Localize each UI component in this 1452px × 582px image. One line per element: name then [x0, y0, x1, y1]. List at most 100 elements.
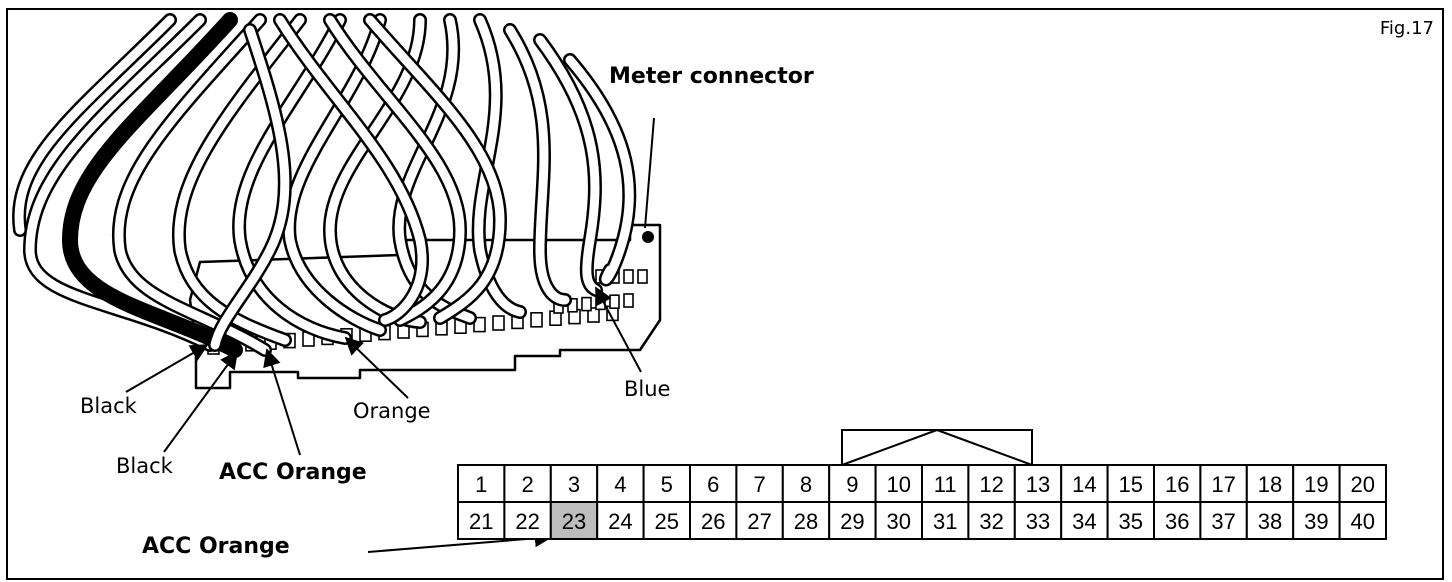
wire-bundle	[12, 12, 637, 358]
pin-cell-37	[1199, 501, 1248, 540]
pin-number-5: 5	[661, 472, 673, 497]
pin-number-26: 26	[701, 509, 725, 534]
pin-cell-32	[967, 501, 1016, 540]
pin-number-20: 20	[1351, 472, 1375, 497]
pinout-key-chevron	[841, 428, 1033, 466]
pin-number-10: 10	[887, 472, 911, 497]
pin-number-31: 31	[933, 509, 957, 534]
pin-number-40: 40	[1351, 509, 1375, 534]
figure-frame: Fig.17	[6, 8, 1444, 580]
pin-number-24: 24	[608, 509, 632, 534]
pin-cell-8	[781, 464, 831, 503]
pin-number-15: 15	[1119, 472, 1143, 497]
pin-cell-40	[1338, 501, 1387, 540]
wire-fill-13	[505, 25, 570, 305]
pin-cell-14	[1060, 464, 1109, 503]
pin-number-23: 23	[562, 509, 586, 534]
wire-fill-2	[14, 15, 175, 235]
connector-slot-upper-a-5	[609, 294, 620, 310]
pin-cell-33	[1013, 501, 1063, 540]
pin-number-18: 18	[1258, 472, 1282, 497]
connector-slot-lower-18	[530, 311, 543, 328]
connector-slot-upper-b-3	[623, 269, 634, 284]
pin-cell-20	[1338, 464, 1387, 503]
pin-cell-28	[781, 501, 831, 540]
pin-cell-25	[642, 501, 691, 540]
wire-fill-7	[284, 15, 385, 335]
pin-number-7: 7	[753, 472, 765, 497]
arrow-black-2	[163, 350, 239, 453]
pin-cell-39	[1292, 501, 1341, 540]
pin-number-17: 17	[1211, 472, 1235, 497]
wire-fill-10	[325, 15, 465, 325]
pin-cell-24	[596, 501, 645, 540]
pin-number-29: 29	[840, 509, 864, 534]
pin-number-30: 30	[887, 509, 911, 534]
arrow-acc-orange-wire	[263, 348, 301, 456]
black-wire-label-2: Black	[116, 454, 174, 478]
connector-slot-lower-21	[587, 307, 600, 323]
pin-number-1: 1	[475, 472, 487, 497]
wire-fill-12	[474, 15, 525, 317]
pin-number-3: 3	[568, 472, 580, 497]
pin-number-14: 14	[1072, 472, 1096, 497]
pin-cell-4	[596, 464, 645, 503]
pin-number-13: 13	[1026, 472, 1050, 497]
arrow-orange	[344, 336, 409, 399]
pin-number-2: 2	[521, 472, 533, 497]
pinout-key-tab	[841, 429, 1033, 465]
wire-fill-8	[325, 15, 425, 327]
meter-connector-leader	[644, 117, 655, 229]
pin-number-38: 38	[1258, 509, 1282, 534]
connector-slot-lower-15	[473, 316, 486, 333]
wire-fill-11	[275, 15, 427, 325]
pin-number-12: 12	[979, 472, 1003, 497]
pin-number-32: 32	[979, 509, 1003, 534]
pin-cell-27	[735, 501, 784, 540]
wire-outline-3	[61, 12, 243, 358]
blue-wire-label: Blue	[624, 377, 670, 401]
pin-number-8: 8	[800, 472, 812, 497]
pin-cell-22	[503, 501, 552, 540]
pin-number-16: 16	[1165, 472, 1189, 497]
connector-slot-lower-16	[492, 315, 505, 331]
arrow-black-1	[125, 344, 209, 393]
pin-number-39: 39	[1304, 509, 1328, 534]
wire-fill-17	[210, 25, 290, 350]
wire-fill-14	[535, 35, 601, 295]
pin-number-27: 27	[747, 509, 771, 534]
pin-cell-26	[689, 501, 738, 540]
black-wire-label-1: Black	[80, 394, 138, 418]
pin-number-34: 34	[1072, 509, 1096, 534]
pin-number-19: 19	[1304, 472, 1328, 497]
pin-number-33: 33	[1026, 509, 1050, 534]
pin-number-28: 28	[794, 509, 818, 534]
connector-slot-upper-a-3	[581, 296, 592, 312]
orange-wire-label: Orange	[353, 399, 431, 423]
pin-cell-38	[1245, 501, 1295, 540]
pin-number-6: 6	[707, 472, 719, 497]
wire-fill-1	[25, 15, 215, 350]
pin-cell-34	[1060, 501, 1109, 540]
wire-fill-9	[394, 15, 475, 323]
meter-connector-label: Meter connector	[609, 64, 814, 89]
pin-cell-36	[1153, 501, 1202, 540]
wire-fill-15	[565, 55, 634, 284]
connector-slot-upper-a-6	[623, 293, 634, 308]
pin-cell-6	[689, 464, 738, 503]
wire-fill-6	[234, 15, 350, 343]
connector-slot-upper-b-4	[637, 269, 648, 284]
pin-cell-31	[921, 501, 970, 540]
figure-label: Fig.17	[1379, 18, 1434, 39]
pin-number-25: 25	[655, 509, 679, 534]
pin-number-21: 21	[469, 509, 493, 534]
pin-number-37: 37	[1211, 509, 1235, 534]
pin-number-36: 36	[1165, 509, 1189, 534]
pin-cell-23	[549, 501, 599, 540]
pin-number-9: 9	[846, 472, 858, 497]
pin-cell-13	[1013, 464, 1063, 503]
acc-orange-pin-label: ACC Orange	[142, 534, 290, 559]
acc-orange-wire-label: ACC Orange	[219, 460, 367, 485]
